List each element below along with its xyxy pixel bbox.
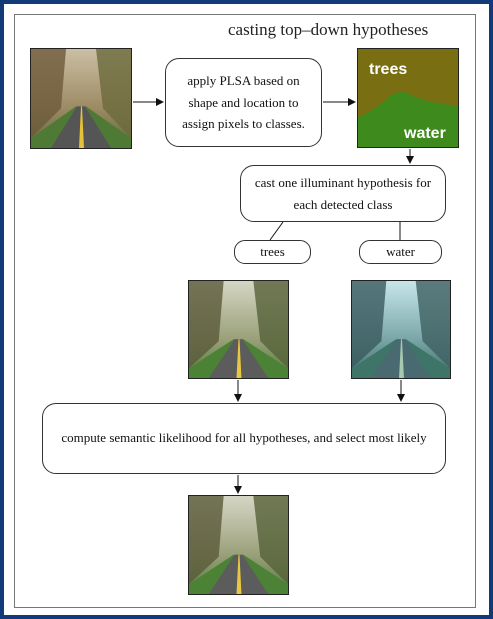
compute-step-text: compute semantic likelihood for all hypo… bbox=[61, 430, 427, 446]
hypothesis-pill-trees: trees bbox=[234, 240, 311, 264]
seg-label-trees: trees bbox=[369, 61, 408, 78]
connector-illuminant-to-trees bbox=[269, 221, 284, 241]
trees-hypothesis-photo bbox=[188, 280, 289, 379]
output-road-photo bbox=[188, 495, 289, 595]
compute-step-box: compute semantic likelihood for all hypo… bbox=[42, 403, 446, 474]
hypothesis-label-water: water bbox=[386, 244, 415, 259]
hypothesis-pill-water: water bbox=[359, 240, 442, 264]
water-hypothesis-photo bbox=[351, 280, 451, 379]
figure-title: casting top–down hypotheses bbox=[228, 20, 429, 39]
plsa-step-text: apply PLSA based on shape and location t… bbox=[182, 73, 305, 132]
segmentation-map: trees water bbox=[357, 48, 459, 148]
seg-label-water: water bbox=[404, 125, 446, 142]
figure-border bbox=[14, 14, 476, 608]
illuminant-step-text: cast one illuminant hypothesis for each … bbox=[254, 175, 432, 212]
hypothesis-label-trees: trees bbox=[260, 244, 285, 259]
illuminant-step-box: cast one illuminant hypothesis for each … bbox=[240, 165, 446, 222]
plsa-step-box: apply PLSA based on shape and location t… bbox=[165, 58, 322, 147]
input-road-photo bbox=[30, 48, 132, 149]
